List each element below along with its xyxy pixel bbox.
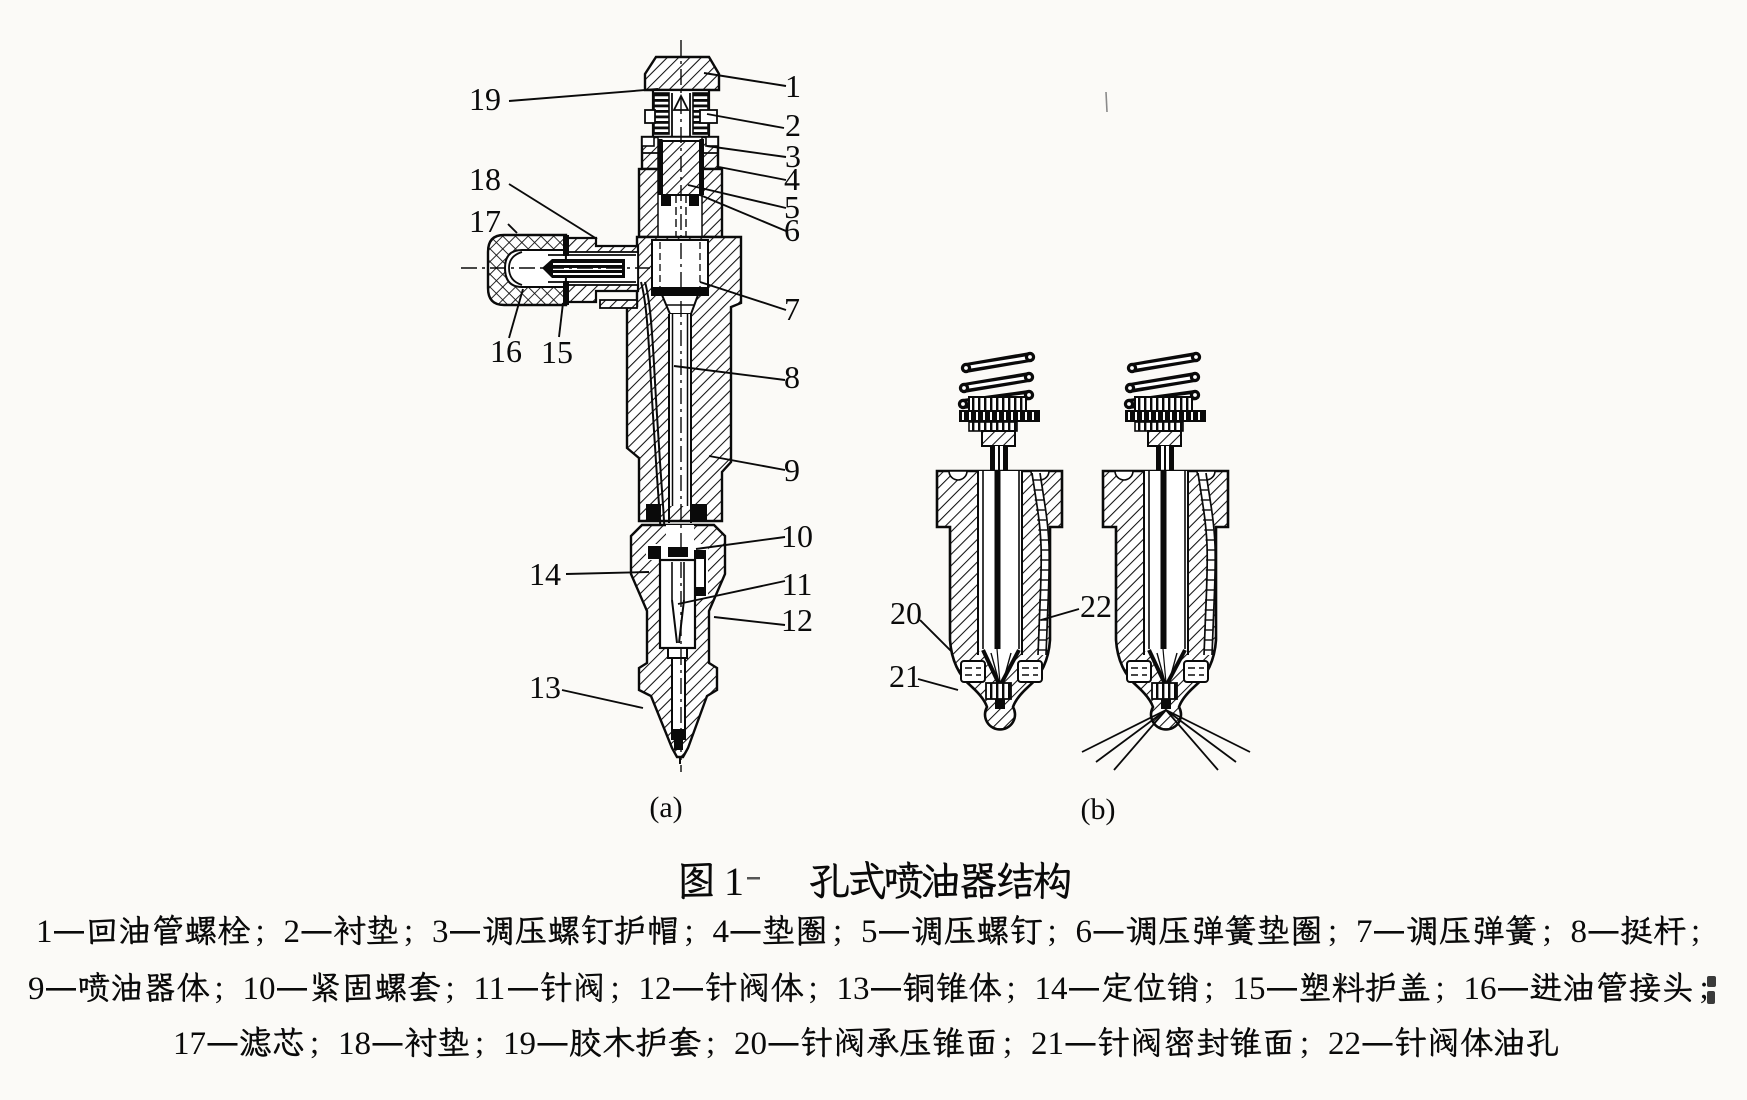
svg-text:20: 20 [734, 1026, 767, 1062]
svg-text:;: ; [809, 970, 818, 1006]
svg-text:;: ; [1300, 1025, 1309, 1061]
svg-text:8: 8 [1571, 914, 1588, 950]
svg-text:21: 21 [889, 658, 921, 694]
svg-text:12: 12 [781, 602, 813, 638]
svg-text:14: 14 [1035, 971, 1068, 1007]
svg-text:5: 5 [784, 189, 800, 225]
svg-text:;: ; [706, 1025, 715, 1061]
svg-text:18: 18 [469, 161, 501, 197]
svg-text:12: 12 [639, 971, 672, 1007]
svg-text:19: 19 [469, 81, 501, 117]
svg-text:;: ; [1543, 913, 1552, 949]
svg-text:17: 17 [173, 1026, 206, 1062]
svg-text:15: 15 [1233, 971, 1266, 1007]
svg-text:13: 13 [529, 669, 561, 705]
svg-text:19: 19 [503, 1026, 536, 1062]
svg-text:4: 4 [713, 914, 730, 950]
svg-text:17: 17 [469, 203, 501, 239]
svg-text:22: 22 [1080, 588, 1112, 624]
svg-text:6: 6 [1076, 914, 1093, 950]
svg-text:4: 4 [784, 161, 800, 197]
svg-text:11: 11 [782, 566, 813, 602]
svg-text:16: 16 [1464, 971, 1497, 1007]
svg-text:;: ; [1205, 970, 1214, 1006]
svg-text:8: 8 [784, 359, 800, 395]
svg-text:7: 7 [1356, 914, 1373, 950]
svg-text:2: 2 [785, 107, 801, 143]
svg-text:;: ; [1003, 1025, 1012, 1061]
svg-text:;: ; [475, 1025, 484, 1061]
svg-text:20: 20 [890, 595, 922, 631]
svg-text:10: 10 [781, 518, 813, 554]
svg-text:13: 13 [837, 971, 870, 1007]
svg-text:2: 2 [284, 914, 301, 950]
svg-text:3: 3 [785, 138, 801, 174]
svg-text:;: ; [1436, 970, 1445, 1006]
svg-text:22: 22 [1328, 1026, 1361, 1062]
svg-text:;: ; [256, 913, 265, 949]
svg-text:21: 21 [1031, 1026, 1064, 1062]
svg-text:3: 3 [432, 914, 449, 950]
svg-text:10: 10 [243, 971, 276, 1007]
svg-text:6: 6 [784, 212, 800, 248]
svg-text:11: 11 [474, 971, 506, 1007]
svg-text:7: 7 [784, 291, 800, 327]
svg-text:14: 14 [529, 556, 561, 592]
svg-text:9: 9 [28, 971, 45, 1007]
svg-text:;: ; [404, 913, 413, 949]
svg-text:;: ; [215, 970, 224, 1006]
svg-text:;: ; [1007, 970, 1016, 1006]
svg-text:18: 18 [338, 1026, 371, 1062]
svg-text:;: ; [1700, 970, 1709, 1006]
svg-text:1: 1 [785, 68, 801, 104]
svg-text:;: ; [1328, 913, 1337, 949]
svg-text:;: ; [685, 913, 694, 949]
svg-text:;: ; [446, 970, 455, 1006]
svg-text:9: 9 [784, 452, 800, 488]
svg-text:;: ; [611, 970, 620, 1006]
svg-text:1: 1 [724, 859, 744, 904]
svg-text:;: ; [1691, 913, 1700, 949]
svg-text:1: 1 [36, 914, 53, 950]
svg-text:(a): (a) [649, 791, 682, 824]
svg-text:;: ; [310, 1025, 319, 1061]
svg-text:15: 15 [541, 334, 573, 370]
svg-text:16: 16 [490, 333, 522, 369]
svg-text:;: ; [1048, 913, 1057, 949]
svg-text:(b): (b) [1081, 793, 1116, 826]
svg-text:;: ; [833, 913, 842, 949]
svg-text:5: 5 [861, 914, 878, 950]
